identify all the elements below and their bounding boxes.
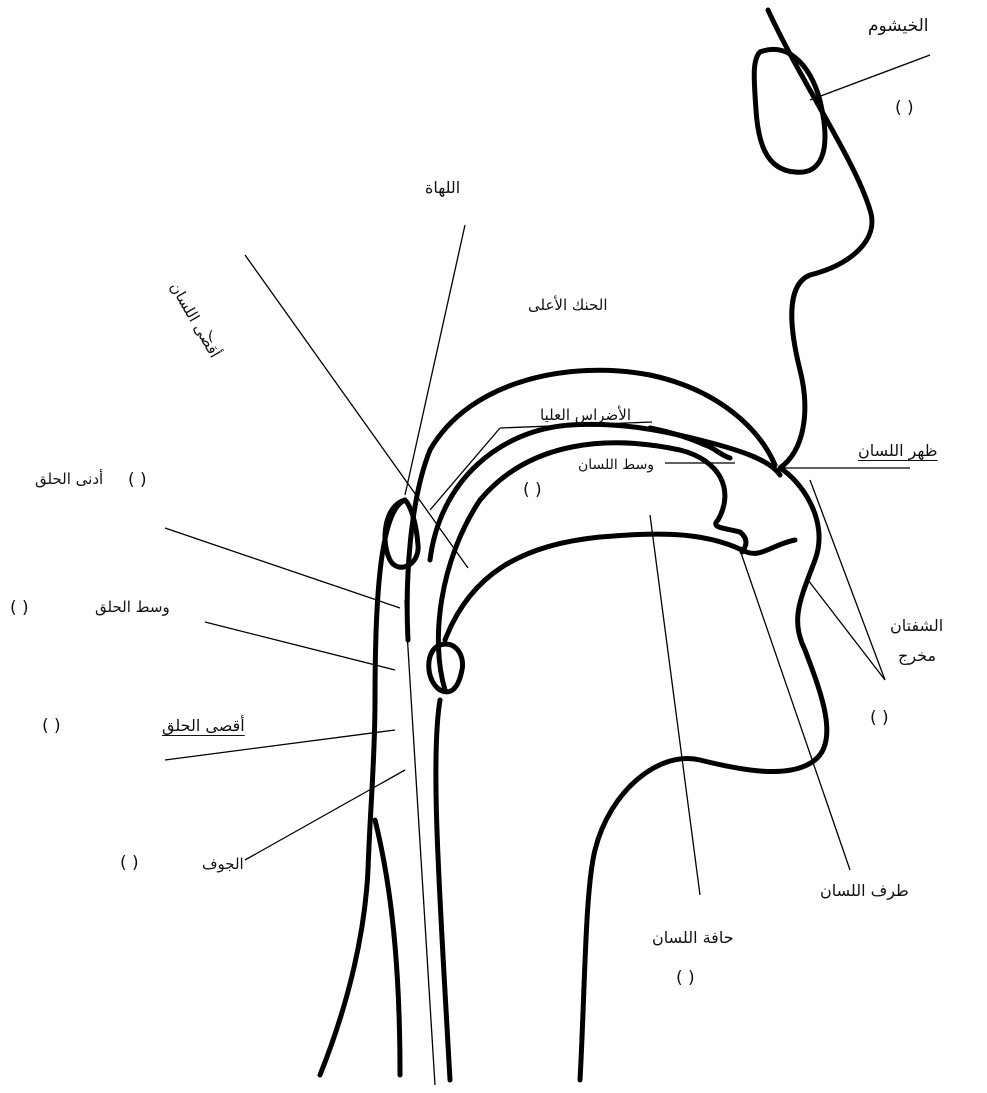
label-nasal-cavity: الخيشوم [868, 18, 928, 35]
label-makhraj: مخرج [898, 648, 936, 664]
label-middle-of-tongue: وسط اللسان [578, 458, 654, 472]
leader-nasal [810, 55, 930, 100]
tongue-outline [438, 443, 746, 690]
nostril-outline [754, 49, 825, 172]
leader-tongue-edge [650, 515, 700, 895]
leader-uvula [405, 225, 465, 495]
label-tongue-tip: طرف اللسان [820, 883, 909, 899]
answer-deepest-throat: ( ) [42, 718, 61, 735]
label-uvula: اللهاة [425, 180, 460, 196]
leader-lips-1 [810, 480, 885, 680]
answer-tongue-edge: ( ) [676, 970, 695, 987]
pharynx-back-outline [320, 500, 405, 1075]
leader-back-tongue [245, 255, 468, 568]
answer-jawf: ( ) [120, 855, 139, 872]
label-lips: الشفتان [890, 618, 943, 634]
answer-nasal-cavity: ( ) [895, 100, 914, 117]
leader-molars [430, 428, 500, 510]
label-nearest-throat: أدنى الحلق [35, 472, 103, 487]
leader-middle-throat [205, 622, 395, 670]
label-jawf: الجوف [202, 857, 244, 872]
answer-back-of-tongue: ( [208, 330, 213, 344]
label-middle-throat: وسط الحلق [95, 600, 170, 615]
answer-lips: ( ) [870, 710, 889, 727]
trachea-outline [436, 700, 450, 1080]
answer-middle-throat: ( ) [10, 600, 29, 617]
leader-nearest-throat [165, 528, 400, 608]
answer-nearest-throat: ( ) [128, 472, 147, 489]
label-hard-palate: الحنك الأعلى [528, 298, 608, 313]
answer-middle-of-tongue: ( ) [523, 482, 542, 499]
label-upper-molars: الأضراس العليا [540, 408, 631, 423]
label-deepest-throat: أقصى الحلق [162, 718, 245, 734]
leader-lips-2 [808, 580, 885, 680]
label-tongue-edge: حافة اللسان [652, 930, 734, 946]
lower-jaw-outline [445, 534, 795, 640]
leader-tongue-tip [740, 550, 850, 870]
esophagus-outline [375, 820, 400, 1075]
label-back-surface-of-tongue: ظهر اللسان [858, 443, 938, 459]
